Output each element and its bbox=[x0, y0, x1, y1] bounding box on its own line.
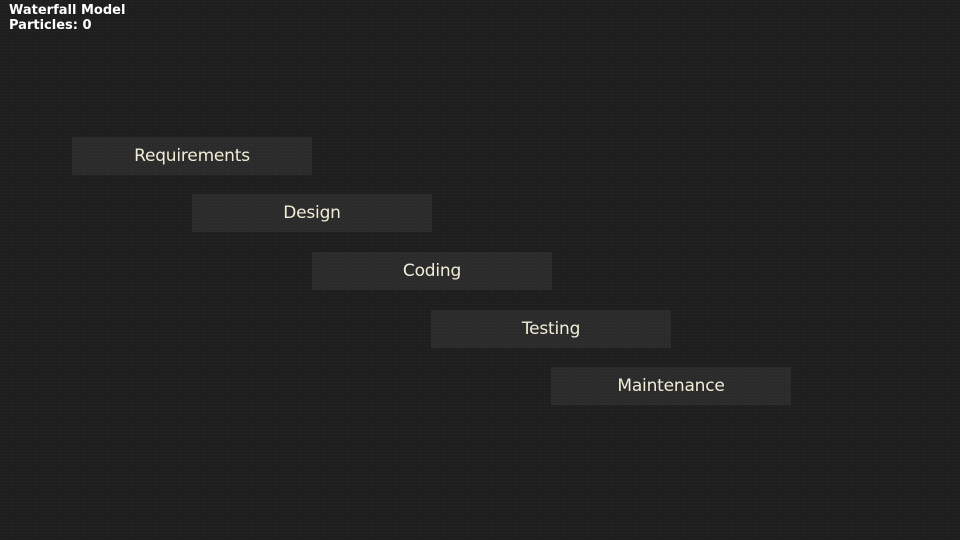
particle-counter: Particles: 0 bbox=[9, 18, 125, 33]
hud-overlay: Waterfall Model Particles: 0 bbox=[9, 3, 125, 33]
particle-counter-value: 0 bbox=[82, 18, 92, 33]
stage-design: Design bbox=[192, 194, 432, 232]
stage-label-design: Design bbox=[283, 203, 341, 223]
particle-counter-label: Particles: bbox=[9, 18, 78, 33]
stage-label-requirements: Requirements bbox=[134, 146, 250, 166]
stage-requirements: Requirements bbox=[72, 137, 312, 175]
hud-title: Waterfall Model bbox=[9, 3, 126, 18]
stage-label-testing: Testing bbox=[521, 319, 581, 339]
stage-label-coding: Coding bbox=[402, 261, 462, 281]
stage-label-maintenance: Maintenance bbox=[617, 376, 725, 396]
stage-coding: Coding bbox=[312, 252, 552, 290]
stage-testing: Testing bbox=[431, 310, 671, 348]
stage-maintenance: Maintenance bbox=[551, 367, 791, 405]
